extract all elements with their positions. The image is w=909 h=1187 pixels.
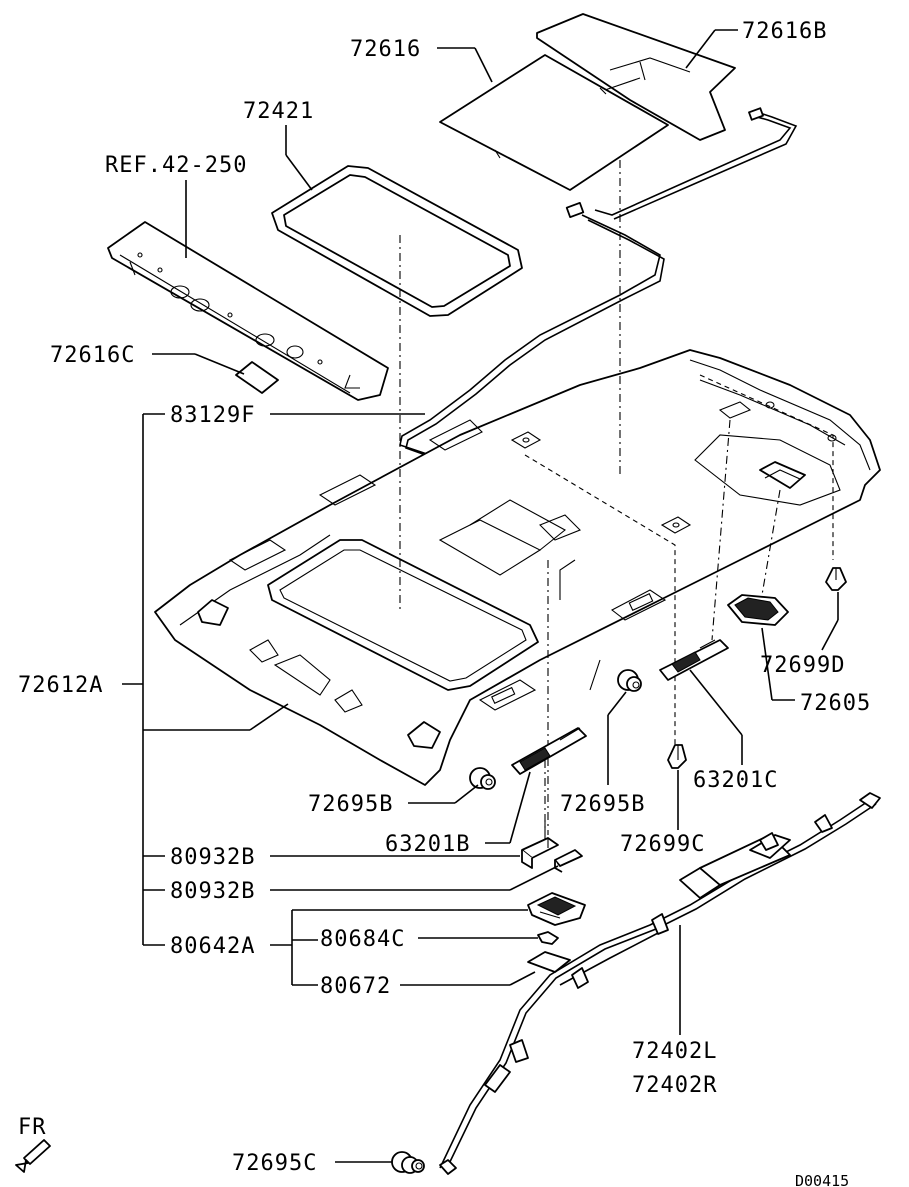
label-72402R: 72402R (632, 1073, 717, 1098)
leader-lines (122, 29, 839, 1163)
front-direction-indicator: FR (15, 1115, 51, 1173)
reference-lines (399, 160, 834, 845)
holder-63201C (659, 639, 729, 681)
label-ref-42-250: REF.42-250 (105, 153, 247, 178)
curtain-airbag (439, 792, 881, 1175)
headlining (154, 349, 881, 786)
sunroof-weatherstrip (271, 165, 523, 317)
rear-roof-panel (536, 13, 736, 141)
cap-72695B-left (469, 767, 496, 790)
label-72699D: 72699D (760, 653, 845, 678)
label-72616C: 72616C (50, 343, 135, 368)
label-63201C: 63201C (693, 768, 778, 793)
small-pad (235, 361, 279, 394)
direction-label: FR (18, 1115, 47, 1140)
bulb-80684C (537, 931, 559, 945)
bracket-80932B-1 (521, 837, 559, 869)
label-72612A: 72612A (18, 673, 103, 698)
front-arrow-icon (15, 1139, 51, 1173)
label-72616: 72616 (350, 37, 421, 62)
label-83129F: 83129F (170, 403, 255, 428)
label-80684C: 80684C (320, 927, 405, 952)
label-80672: 80672 (320, 974, 391, 999)
label-72695B-right: 72695B (560, 792, 645, 817)
part-labels: 72616 72616B 72421 REF.42-250 72616C 831… (18, 19, 871, 1187)
room-lamp-72605 (727, 594, 789, 626)
diagram-code: D00415 (795, 1172, 849, 1187)
lens-80672 (527, 951, 571, 973)
label-80932B-2: 80932B (170, 879, 255, 904)
label-72695C: 72695C (232, 1151, 317, 1176)
label-80932B-1: 80932B (170, 845, 255, 870)
cap-72695C (391, 1151, 425, 1174)
label-72421: 72421 (243, 99, 314, 124)
label-72402L: 72402L (632, 1039, 717, 1064)
front-header-panel (107, 221, 389, 401)
wiring-harness-rear (399, 107, 798, 496)
label-80642A: 80642A (170, 934, 255, 959)
label-72616B: 72616B (742, 19, 827, 44)
clip-72699C (667, 744, 687, 769)
label-72605: 72605 (800, 691, 871, 716)
room-lamp-80642A (527, 892, 586, 926)
cap-72695B-right (617, 669, 642, 692)
bracket-80932B-2 (554, 849, 583, 873)
roof-pad (439, 54, 669, 191)
holder-63201B (511, 727, 587, 775)
label-72699C: 72699C (620, 832, 705, 857)
label-63201B: 63201B (385, 832, 470, 857)
label-72695B-left: 72695B (308, 792, 393, 817)
clip-72699D (825, 567, 847, 591)
